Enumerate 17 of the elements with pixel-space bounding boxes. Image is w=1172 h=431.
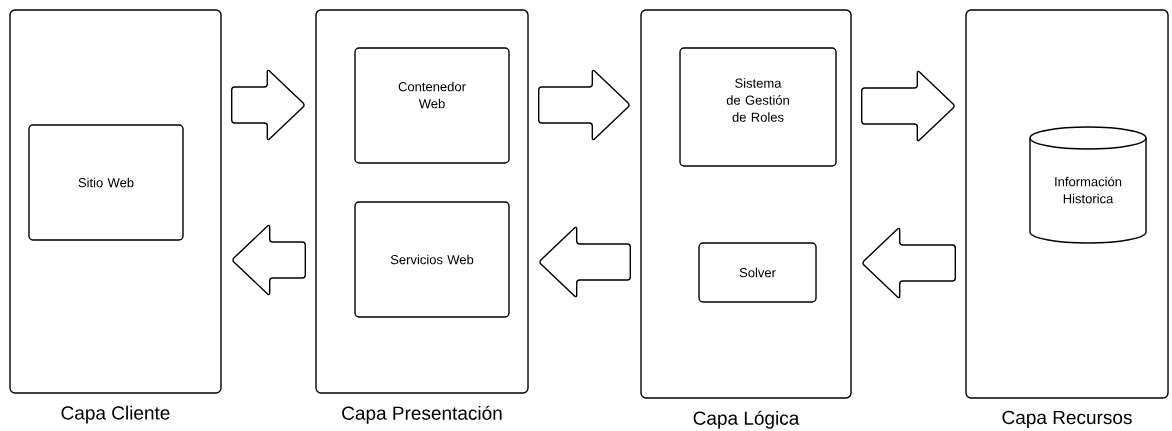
database-cylinder: Información Historica: [1029, 126, 1147, 244]
component-box: Solver: [698, 242, 817, 303]
layer-caption: Capa Recursos: [1002, 410, 1132, 428]
layer-caption: Capa Cliente: [61, 405, 170, 424]
component-box: Contenedor Web: [354, 47, 510, 164]
block-arrow: [862, 227, 956, 299]
component-box: Sistema de Gestión de Roles: [679, 47, 837, 167]
block-arrow: [538, 69, 630, 141]
component-box: Sitio Web: [28, 124, 184, 241]
block-arrow: [232, 224, 306, 296]
node-label: Información Historica: [1055, 176, 1122, 204]
layer-caption: Capa Lógica: [693, 410, 800, 429]
component-box: Servicios Web: [354, 201, 510, 318]
block-arrow: [539, 226, 631, 298]
layer-caption: Capa Presentación: [342, 405, 502, 424]
block-arrow: [231, 69, 305, 141]
block-arrow: [861, 70, 955, 142]
